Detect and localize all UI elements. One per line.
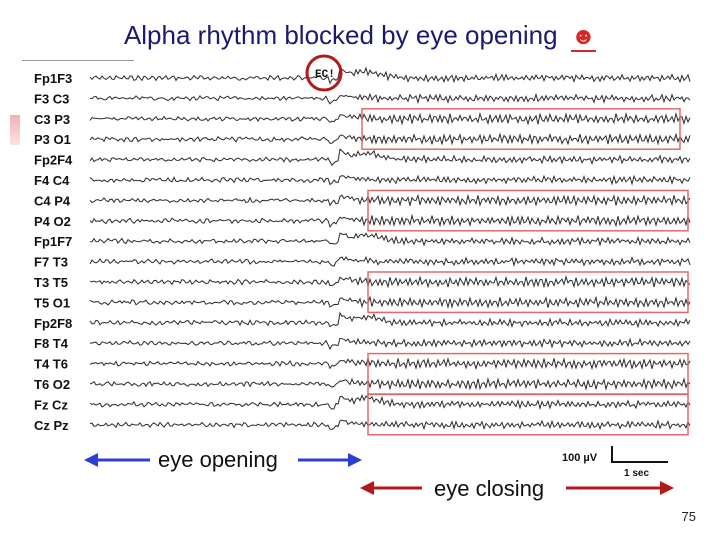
alpha-highlight-box [361, 108, 681, 150]
channel-label: F7 T3 [34, 255, 68, 270]
eeg-trace [89, 311, 691, 329]
channel-label: Fp1F3 [34, 71, 72, 86]
channel-label: Fz Cz [34, 397, 68, 412]
slide-title-text: Alpha rhythm blocked by eye opening [123, 20, 558, 50]
channel-label: T6 O2 [34, 377, 70, 392]
eeg-trace [89, 394, 691, 411]
eye-closing-label: eye closing [434, 476, 545, 501]
eeg-trace [89, 132, 691, 146]
title-rule [22, 60, 134, 61]
eeg-trace [89, 66, 691, 85]
eeg-trace [89, 295, 691, 309]
side-decoration [10, 115, 20, 145]
channel-label: C3 P3 [34, 112, 70, 127]
alpha-highlight-box [367, 393, 689, 436]
eeg-trace [89, 255, 691, 267]
alpha-highlight-boxes [361, 108, 689, 436]
scale-bar: 100 µV 1 sec [562, 446, 668, 479]
channel-label: Fp1F7 [34, 234, 72, 249]
eeg-trace [89, 174, 691, 186]
eeg-trace [89, 213, 691, 229]
scale-time: 1 sec [624, 468, 649, 479]
channel-labels: Fp1F3 F3 C3 C3 P3 P3 O1 Fp2F4 F4 C4 C4 P4 P4 O2… [34, 71, 73, 433]
event-marker-circle [305, 54, 343, 92]
channel-label: F8 T4 [34, 336, 69, 351]
eeg-trace [89, 232, 691, 247]
scale-amplitude: 100 µV [562, 452, 598, 464]
channel-label: F4 C4 [34, 173, 70, 188]
channel-label: C4 P4 [34, 193, 71, 208]
eeg-trace [89, 92, 691, 105]
event-marker-label: EC! [315, 69, 335, 81]
smiley-icon: ☻ [570, 23, 597, 52]
eeg-trace [89, 419, 691, 431]
eeg-trace [89, 275, 691, 289]
eye-opening-arrow [84, 453, 362, 467]
eeg-trace [89, 111, 691, 126]
alpha-highlight-box [367, 189, 689, 232]
eeg-trace [90, 337, 691, 351]
channel-label: P4 O2 [34, 214, 71, 229]
channel-label: T3 T5 [34, 275, 68, 290]
channel-label: Fp2F8 [34, 316, 72, 331]
eeg-traces [89, 66, 691, 431]
channel-label: P3 O1 [34, 132, 71, 147]
eeg-trace [89, 193, 691, 207]
eeg-trace [89, 148, 691, 167]
channel-label: T4 T6 [34, 357, 68, 372]
alpha-highlight-box [367, 352, 689, 395]
page-number: 75 [681, 509, 696, 524]
eeg-trace [89, 377, 691, 391]
eye-opening-label: eye opening [158, 447, 278, 472]
eeg-trace [89, 356, 691, 371]
slide-title: Alpha rhythm blocked by eye opening ☻ [0, 20, 720, 52]
channel-label: Cz Pz [34, 418, 69, 433]
channel-label: Fp2F4 [34, 153, 73, 168]
channel-label: F3 C3 [34, 91, 69, 106]
alpha-highlight-box [367, 271, 689, 314]
channel-label: T5 O1 [34, 295, 70, 310]
eye-closing-arrow [360, 481, 674, 495]
